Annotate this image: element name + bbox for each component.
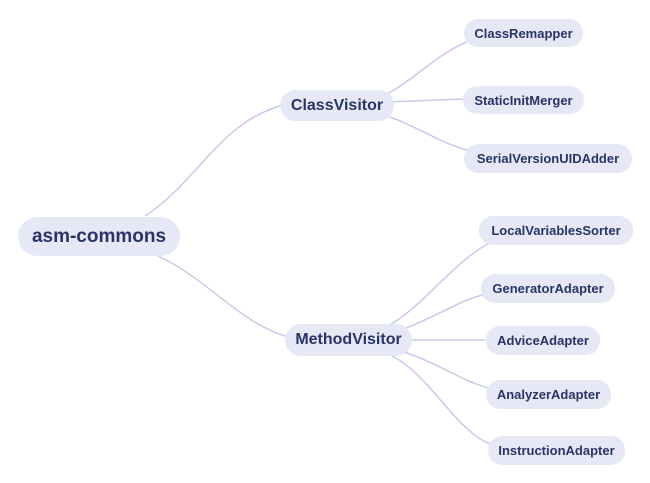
connector-root-classvisitor <box>144 103 288 217</box>
leaf-node-label: AdviceAdapter <box>497 333 589 348</box>
leaf-node-classremapper[interactable]: ClassRemapper <box>464 19 583 47</box>
leaf-node-label: AnalyzerAdapter <box>496 387 601 402</box>
leaf-node-label: ClassRemapper <box>474 25 573 41</box>
leaf-node-generatoradapter[interactable]: GeneratorAdapter <box>481 274 615 303</box>
leaf-node-label: StaticInitMerger <box>474 92 573 108</box>
leaf-node-instructionadapter[interactable]: InstructionAdapter <box>488 436 625 465</box>
connector-root-methodvisitor <box>157 255 293 339</box>
connector-methodvisitor-localvariablessorter <box>387 242 491 327</box>
leaf-node-analyzeradapter[interactable]: AnalyzerAdapter <box>486 380 611 409</box>
connector-classvisitor-staticinitmerger <box>387 98 464 103</box>
leaf-node-localvariablessorter[interactable]: LocalVariablesSorter <box>479 216 633 245</box>
connector-methodvisitor-generatoradapter <box>405 293 487 329</box>
leaf-node-staticinitmerger[interactable]: StaticInitMerger <box>463 86 584 114</box>
connector-methodvisitor-analyzeradapter <box>403 351 489 389</box>
branch-node-label: MethodVisitor <box>295 331 402 348</box>
leaf-node-label: SerialVersionUIDAdder <box>476 151 620 166</box>
connector-classvisitor-serialversionuidadder <box>383 114 468 151</box>
leaf-node-label: LocalVariablesSorter <box>491 223 621 238</box>
connector-classvisitor-classremapper <box>382 41 468 97</box>
branch-node-classvisitor[interactable]: ClassVisitor <box>280 90 394 121</box>
leaf-node-serialversionuidadder[interactable]: SerialVersionUIDAdder <box>464 144 632 173</box>
leaf-node-label: InstructionAdapter <box>498 443 615 458</box>
root-node[interactable]: asm-commons <box>18 217 180 256</box>
connector-methodvisitor-instructionadapter <box>391 355 491 445</box>
leaf-node-adviceadapter[interactable]: AdviceAdapter <box>486 326 600 355</box>
leaf-node-label: GeneratorAdapter <box>492 281 604 296</box>
branch-node-label: ClassVisitor <box>290 96 384 114</box>
root-node-label: asm-commons <box>31 225 167 247</box>
branch-node-methodvisitor[interactable]: MethodVisitor <box>285 324 412 356</box>
